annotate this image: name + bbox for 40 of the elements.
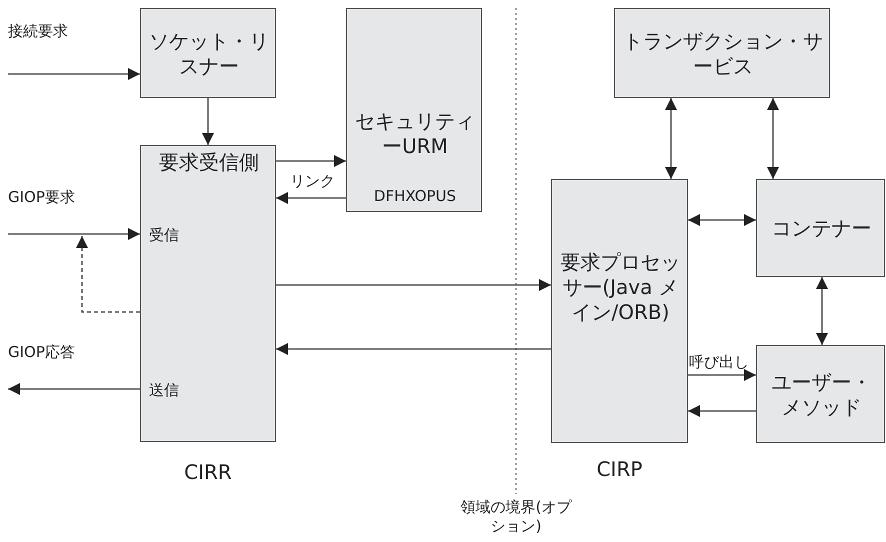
node-sublabel: 送信 [149, 381, 179, 400]
arrow [8, 68, 140, 80]
process-box [756, 179, 885, 277]
node-caption: CIRR [183, 460, 233, 485]
arrow [8, 383, 140, 395]
node-sublabel: DFHXOPUS [372, 187, 458, 206]
arrow [688, 369, 756, 381]
double-arrow [767, 98, 779, 179]
process-box [614, 8, 830, 98]
arrow [202, 98, 214, 145]
edge-label: 呼び出し [689, 353, 749, 372]
edge-label: リンク [290, 172, 335, 191]
edge-label: GIOP応答 [8, 343, 75, 362]
process-box [140, 8, 276, 98]
process-box [756, 345, 885, 443]
arrow [688, 405, 756, 417]
node-label: ソケット・リスナー [148, 29, 270, 79]
node-label: 要求プロセッサー(Java メイン/ORB) [560, 250, 682, 325]
node-caption: CIRP [596, 457, 644, 482]
arrow [276, 279, 551, 291]
arrow [8, 228, 140, 240]
node-label: コンテナー [770, 216, 872, 241]
node-label: セキュリティーURM [354, 109, 476, 159]
arrow [276, 343, 551, 355]
double-arrow [688, 214, 756, 226]
arrow [276, 192, 346, 204]
arrow [276, 155, 346, 167]
process-box [346, 8, 482, 212]
process-box [551, 179, 688, 443]
edge-label: GIOP要求 [8, 188, 75, 207]
double-arrow [665, 98, 677, 179]
boundary-label: 領域の境界(オプション) [460, 498, 573, 536]
dashed-arrow [76, 236, 140, 313]
double-arrow [816, 277, 828, 345]
node-label: ユーザー・メソッド [770, 370, 872, 420]
node-label: トランザクション・サービス [622, 29, 824, 79]
node-label: 要求受信側 [158, 150, 260, 175]
edge-label: 接続要求 [8, 22, 68, 41]
node-sublabel: 受信 [149, 226, 179, 245]
process-box [140, 145, 276, 442]
